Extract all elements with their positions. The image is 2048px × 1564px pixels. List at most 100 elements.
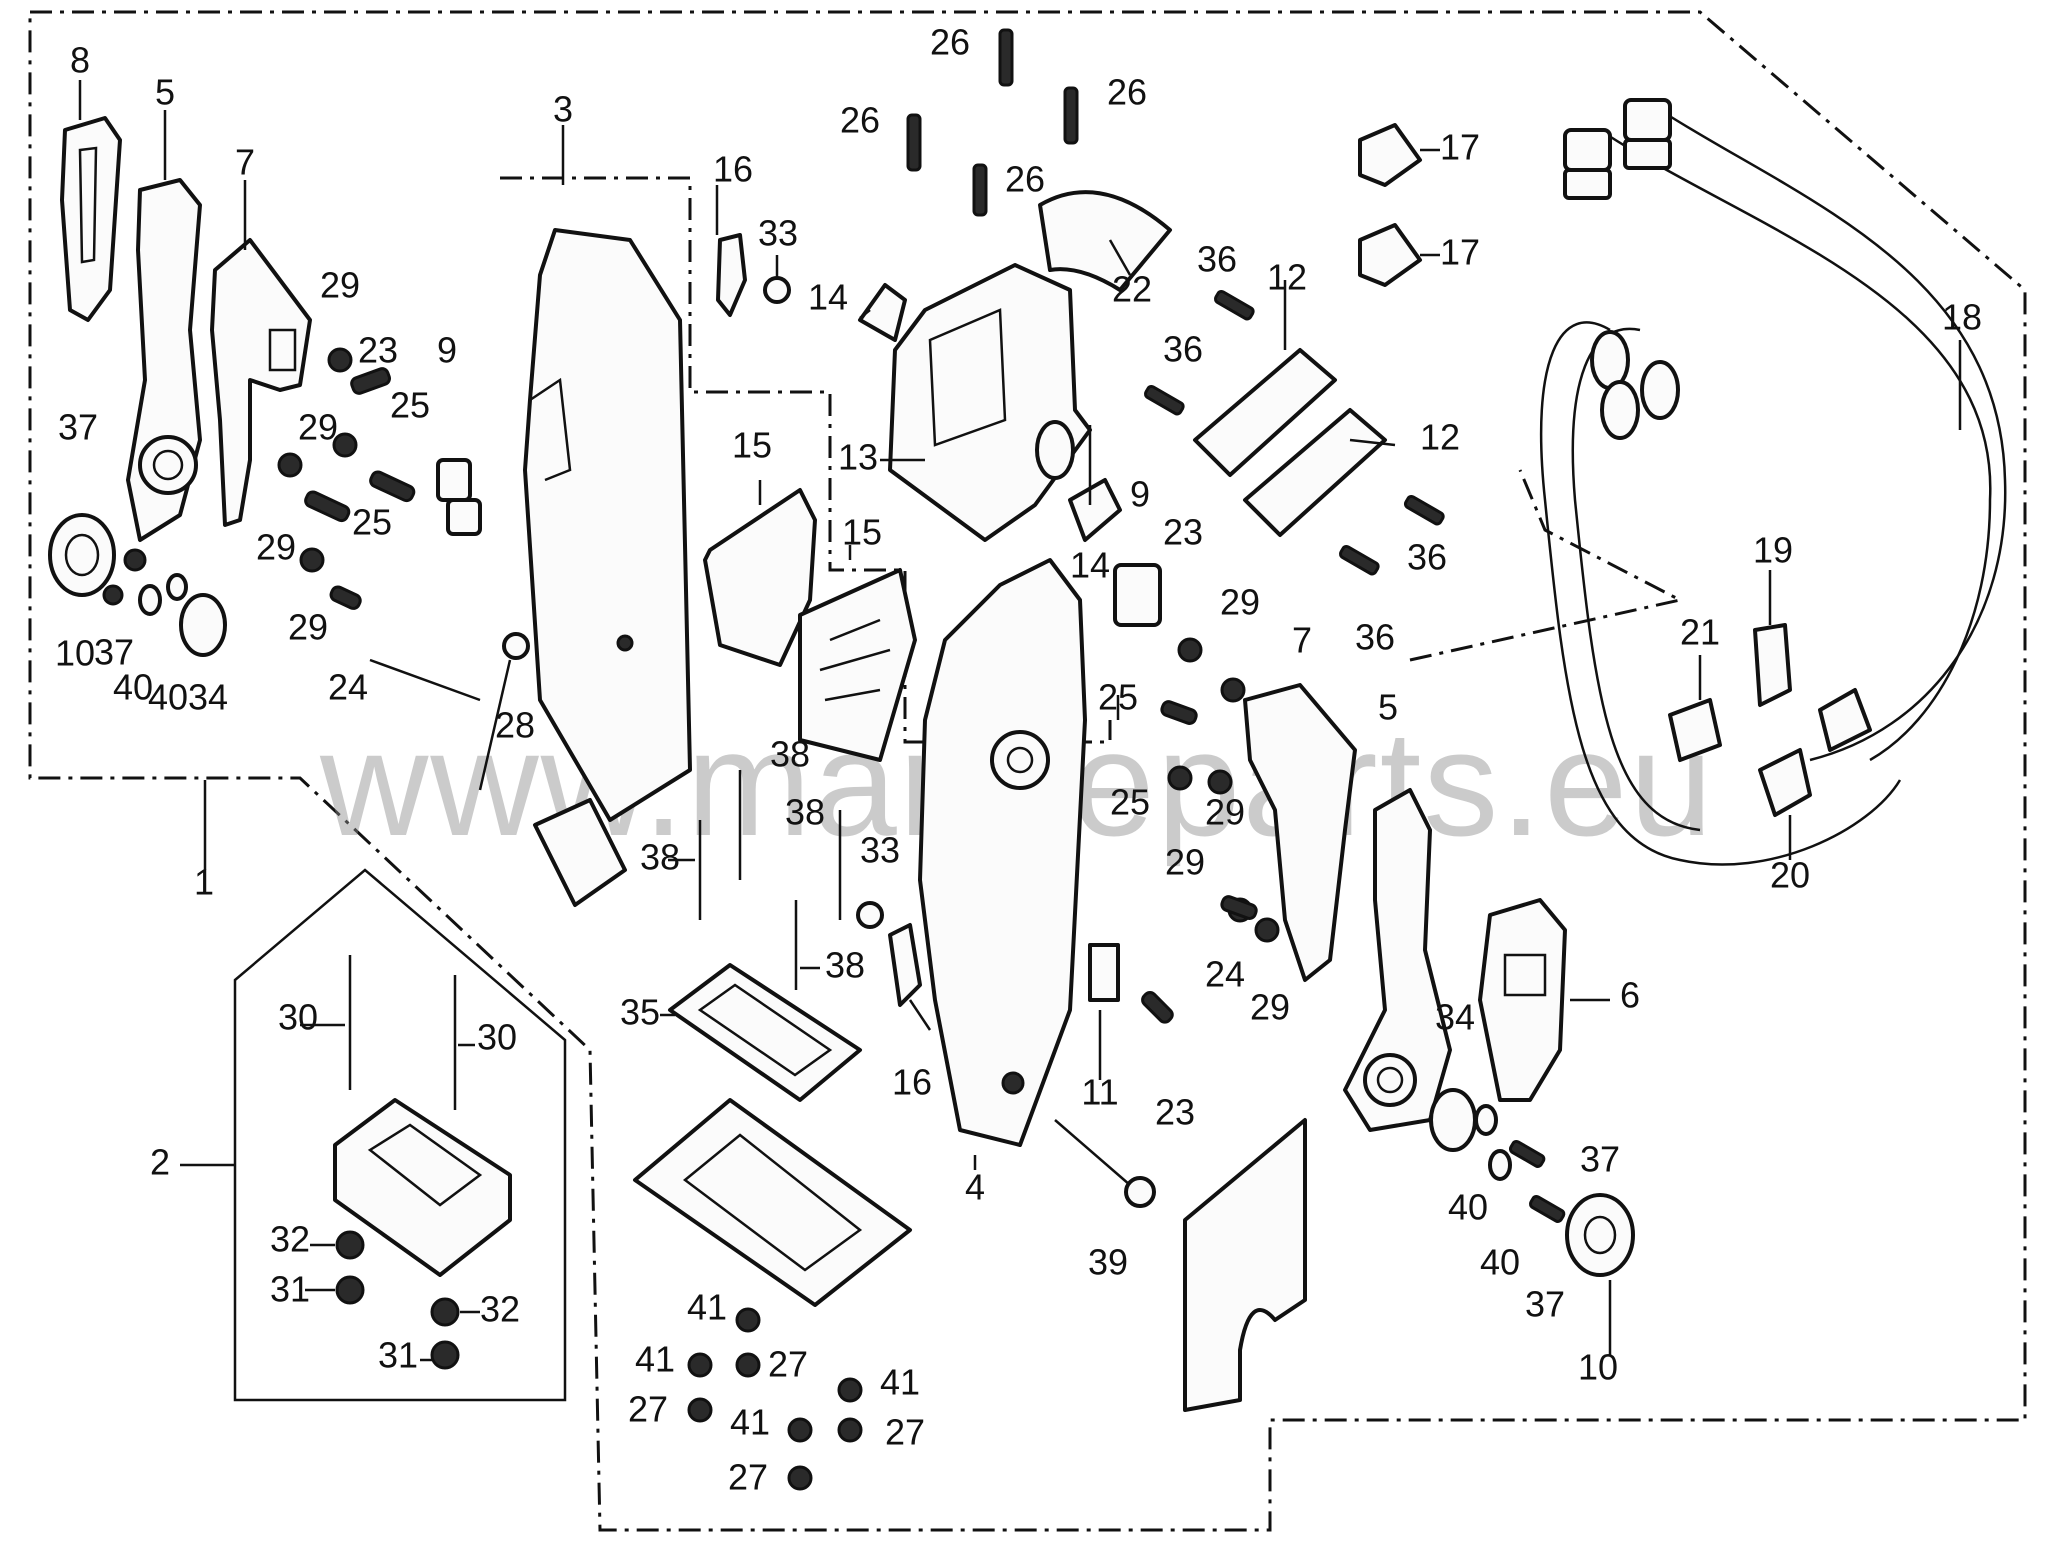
part-34-washer-right <box>1429 1088 1477 1152</box>
callout-34: 34 <box>1435 997 1475 1038</box>
template-sheet <box>1183 1118 1307 1412</box>
part-15-gasket <box>798 568 917 762</box>
callout-40: 40 <box>1480 1242 1520 1283</box>
base-plate-gasket <box>633 1098 912 1307</box>
part-16-bushing-upper <box>716 233 747 317</box>
callout-23: 23 <box>358 330 398 371</box>
part-11-plate <box>1088 943 1120 1002</box>
callout-6: 6 <box>1620 975 1640 1016</box>
callout-38: 38 <box>825 945 865 986</box>
callout-36: 36 <box>1197 239 1237 280</box>
callout-2: 2 <box>150 1142 170 1183</box>
callout-29: 29 <box>298 407 338 448</box>
callout-35: 35 <box>620 992 660 1033</box>
callout-40: 40 <box>1448 1187 1488 1228</box>
callout-18: 18 <box>1942 297 1982 338</box>
callout-23: 23 <box>1163 512 1203 553</box>
callout-38: 38 <box>640 837 680 878</box>
callout-31: 31 <box>270 1269 310 1310</box>
callout-37: 37 <box>94 632 134 673</box>
subassembly-boundary-4 <box>1409 469 1685 662</box>
callout-29: 29 <box>256 527 296 568</box>
part-33-washer-upper <box>763 276 791 304</box>
part-20-connector <box>1758 748 1812 817</box>
callout-25: 25 <box>1110 782 1150 823</box>
callout-11: 11 <box>1081 1072 1118 1113</box>
callout-9: 9 <box>437 330 457 371</box>
callout-14: 14 <box>808 277 848 318</box>
callout-32: 32 <box>480 1289 520 1330</box>
part-18-main-harness <box>1563 98 2007 762</box>
callout-29: 29 <box>1220 582 1260 623</box>
callout-25: 25 <box>390 385 430 426</box>
callout-34: 34 <box>188 677 228 718</box>
part-17-grommets <box>1358 123 1422 287</box>
callout-22: 22 <box>1112 269 1152 310</box>
part-15-cover-plate <box>703 488 817 667</box>
callout-37: 37 <box>1580 1139 1620 1180</box>
part-38-bolts <box>698 770 842 990</box>
callout-5: 5 <box>1378 687 1398 728</box>
callout-26: 26 <box>1107 72 1147 113</box>
callout-12: 12 <box>1267 257 1307 298</box>
callout-10: 10 <box>1578 1347 1618 1388</box>
callout-41: 41 <box>880 1362 920 1403</box>
part-14-clip-lower <box>1068 478 1122 542</box>
assembly-boundary <box>28 10 2027 1532</box>
callout-26: 26 <box>930 22 970 63</box>
callout-28: 28 <box>495 705 535 746</box>
callout-40: 40 <box>113 667 153 708</box>
callout-37: 37 <box>58 407 98 448</box>
connector-20-b <box>1818 688 1872 752</box>
part-35-gasket-frame <box>668 963 862 1102</box>
callout-25: 25 <box>1098 677 1138 718</box>
callout-14: 14 <box>1070 545 1110 586</box>
part-34-washer-left <box>179 593 227 657</box>
small-fasteners-right <box>1141 637 1280 1024</box>
part-9-cap-right <box>1113 563 1162 627</box>
callout-41: 41 <box>635 1339 675 1380</box>
callout-15: 15 <box>732 425 772 466</box>
callout-30: 30 <box>278 997 318 1038</box>
part-22-trim-plate <box>1038 190 1172 292</box>
callout-39: 39 <box>1088 1242 1128 1283</box>
part-7-lever-housing-right <box>1243 683 1357 982</box>
callout-16: 16 <box>713 149 753 190</box>
callout-27: 27 <box>885 1412 925 1453</box>
part-41-27-nuts <box>687 1307 863 1491</box>
callout-27: 27 <box>628 1389 668 1430</box>
callout-12: 12 <box>1420 417 1460 458</box>
part-13-top-cover <box>888 263 1092 542</box>
callout-3: 3 <box>553 89 573 130</box>
part-30-bolts <box>348 955 457 1110</box>
callout-labels: 1 2 3 4 5 5 6 7 7 8 9 9 10 10 11 12 12 1… <box>55 22 1982 1498</box>
callout-9: 9 <box>1130 474 1150 515</box>
callout-17: 17 <box>1440 127 1480 168</box>
kit-2-boundary <box>233 868 567 1402</box>
callout-27: 27 <box>728 1457 768 1498</box>
part-3-control-housing <box>523 228 692 822</box>
part-21-harness-loop <box>1539 321 1902 866</box>
callout-23: 23 <box>1155 1092 1195 1133</box>
callout-31: 31 <box>378 1335 418 1376</box>
callout-17: 17 <box>1440 232 1480 273</box>
callout-29: 29 <box>1250 987 1290 1028</box>
callout-37: 37 <box>1525 1284 1565 1325</box>
callout-38: 38 <box>785 792 825 833</box>
callout-10: 10 <box>55 633 95 674</box>
callout-7: 7 <box>235 142 255 183</box>
part-6-grip-right <box>1478 898 1567 1102</box>
part-21-connector <box>1668 698 1722 762</box>
callout-36: 36 <box>1355 617 1395 658</box>
part-5-lever-arm <box>126 178 202 542</box>
callout-30: 30 <box>477 1017 517 1058</box>
part-16-bushing-lower <box>888 923 922 1007</box>
callout-36: 36 <box>1163 329 1203 370</box>
part-39-long-bolt <box>1054 1119 1156 1208</box>
part-9-cap-left <box>436 458 482 536</box>
small-bracket-3 <box>533 798 627 907</box>
part-33-washer-lower <box>856 901 884 929</box>
part-37-screws-right <box>1508 1139 1566 1223</box>
part-14-clip-upper <box>858 283 907 342</box>
callout-13: 13 <box>838 437 878 478</box>
